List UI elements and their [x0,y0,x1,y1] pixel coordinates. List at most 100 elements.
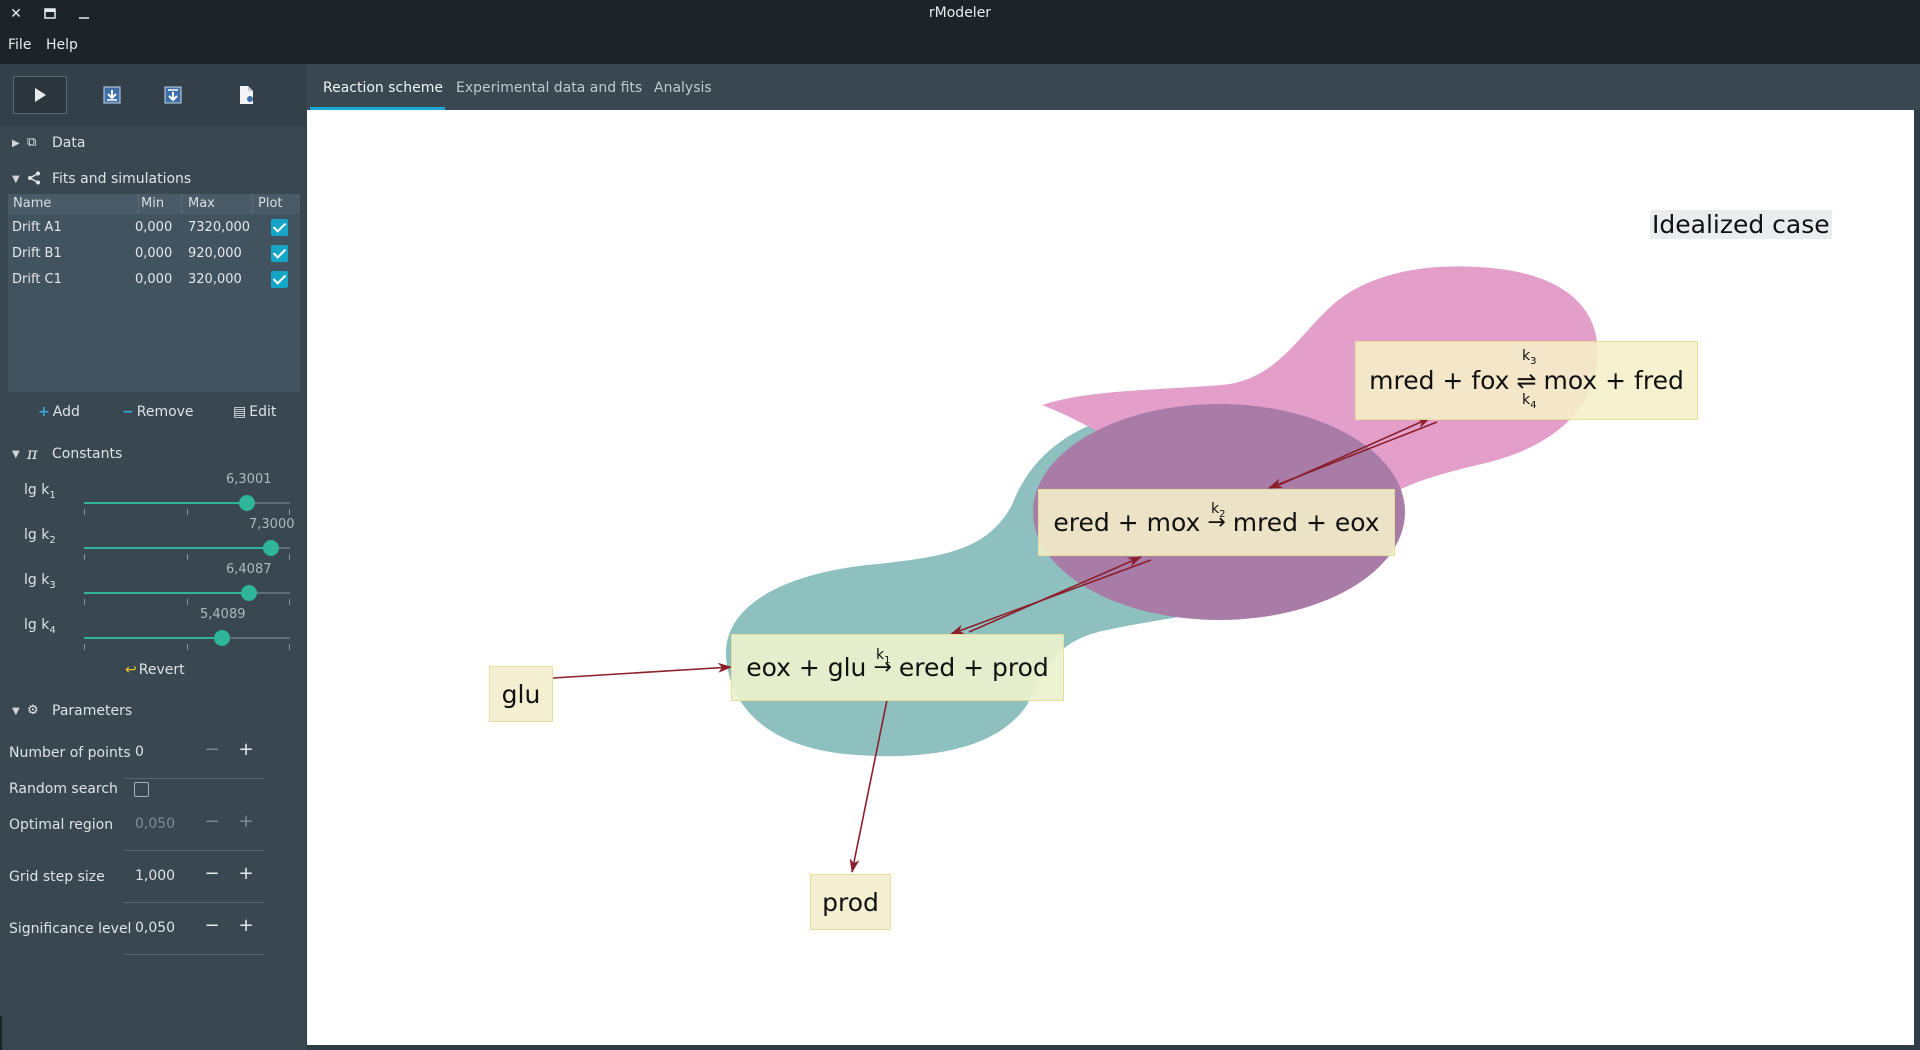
tab-bar: Reaction scheme Experimental data and fi… [306,64,1920,110]
constant-slider[interactable] [84,630,290,646]
caret-right-icon: ▶ [12,138,20,149]
reaction-node[interactable]: ered + mox → mred + eox [1038,489,1395,556]
optimal-region-label: Optimal region [9,817,114,833]
slider-handle[interactable] [240,585,257,601]
import-icon [103,86,121,104]
run-button[interactable] [13,76,67,114]
table-row[interactable]: Drift C1 0,000 320,000 [8,267,300,293]
section-constants[interactable]: ▼ π Constants [12,444,123,463]
menu-bar: File Help [0,28,1920,64]
active-tab-indicator [310,107,445,110]
constant-value: 6,4087 [226,562,272,577]
tab-reaction-scheme[interactable]: Reaction scheme [323,80,443,96]
slider-ticks [84,599,290,605]
constant-value: 6,3001 [226,472,272,487]
tab-analysis[interactable]: Analysis [654,80,712,96]
copy-icon: ⧉ [27,135,37,150]
maximize-icon[interactable] [40,4,60,24]
slider-handle[interactable] [214,630,231,646]
reaction-scheme-canvas[interactable]: Idealized case mred + fox ⇌ mox + fred k… [307,110,1914,1045]
add-button[interactable]: +Add [38,404,80,420]
edit-icon: ▤ [233,404,247,420]
significance-value[interactable]: 0,050 [135,920,176,936]
remove-button[interactable]: −Remove [122,404,194,420]
grid-step-label: Grid step size [9,869,105,885]
constant-label: lg k3 [24,572,56,591]
import-button[interactable] [86,76,138,114]
new-document-icon [240,86,253,104]
slider-handle[interactable] [238,495,255,511]
edit-button[interactable]: ▤Edit [233,404,277,420]
scheme-graphics [552,266,1598,873]
play-icon [35,88,46,102]
header-min[interactable]: Min [141,196,165,211]
plot-checkbox[interactable] [271,271,288,288]
toolbar [0,64,306,126]
decrement-button[interactable]: − [204,863,220,884]
increment-button[interactable]: + [238,863,254,884]
constant-label: lg k2 [24,527,56,546]
constant-slider[interactable] [84,585,290,601]
table-header: Name Min Max Plot [8,194,300,214]
table-row[interactable]: Drift A1 0,000 7320,000 [8,215,300,241]
section-data[interactable]: ▶ ⧉ Data [12,135,86,151]
header-plot[interactable]: Plot [258,196,283,211]
new-document-button[interactable] [220,76,272,114]
decrement-button[interactable]: − [204,739,220,760]
random-search-label: Random search [9,781,118,797]
increment-button[interactable]: + [238,915,254,936]
fits-table: Name Min Max Plot Drift A1 0,000 7320,00… [8,194,300,392]
constant-value: 5,4089 [200,607,246,622]
constant-slider[interactable] [84,495,290,511]
caret-down-icon: ▼ [12,174,20,185]
grid-step-value[interactable]: 1,000 [135,868,176,884]
caret-down-icon: ▼ [12,449,20,460]
rate-label: k2 [1211,501,1226,520]
constant-slider[interactable] [84,540,290,556]
arrow-right-icon: → [873,655,892,680]
increment-button: + [238,811,254,832]
plot-checkbox[interactable] [271,219,288,236]
constant-label: lg k1 [24,482,56,501]
pi-icon: π [27,444,38,463]
reaction-node[interactable]: eox + glu → ered + prod [731,634,1064,701]
species-node-glu[interactable]: glu [489,666,553,722]
revert-button[interactable]: ↩Revert [125,662,185,678]
header-name[interactable]: Name [13,196,52,211]
rate-label: k4 [1522,392,1537,411]
tab-experimental-data[interactable]: Experimental data and fits [456,80,643,96]
left-panel: ▶ ⧉ Data ▼ Fits and simulations Name Min… [0,64,306,1050]
menu-help[interactable]: Help [46,37,78,53]
increment-button[interactable]: + [238,739,254,760]
num-points-value[interactable]: 0 [135,744,144,760]
share-icon [27,171,43,187]
minus-icon: − [122,404,134,420]
header-max[interactable]: Max [188,196,215,211]
decrement-button[interactable]: − [204,915,220,936]
gear-icon: ⚙ [27,703,39,718]
section-parameters[interactable]: ▼ ⚙ Parameters [12,703,133,719]
constant-label: lg k4 [24,617,56,636]
num-points-label: Number of points [9,745,131,761]
random-search-checkbox[interactable] [134,782,149,797]
menu-file[interactable]: File [8,37,32,53]
slider-ticks [84,509,290,515]
plot-checkbox[interactable] [271,245,288,262]
slider-handle[interactable] [263,540,280,556]
export-button[interactable] [147,76,199,114]
scheme-caption: Idealized case [1650,210,1832,239]
caret-down-icon: ▼ [12,706,20,717]
undo-icon: ↩ [125,662,137,678]
title-bar: ✕ rModeler [0,0,1920,28]
reaction-node[interactable]: mred + fox ⇌ mox + fred [1355,341,1698,420]
plus-icon: + [38,404,50,420]
species-node-prod[interactable]: prod [810,874,891,930]
rate-label: k1 [876,647,891,666]
table-row[interactable]: Drift B1 0,000 920,000 [8,241,300,267]
section-fits[interactable]: ▼ Fits and simulations [12,171,192,187]
optimal-region-value: 0,050 [135,816,176,832]
close-icon[interactable]: ✕ [10,6,22,22]
significance-label: Significance level [9,921,132,937]
minimize-icon[interactable] [74,4,94,24]
rate-label: k3 [1522,348,1537,367]
